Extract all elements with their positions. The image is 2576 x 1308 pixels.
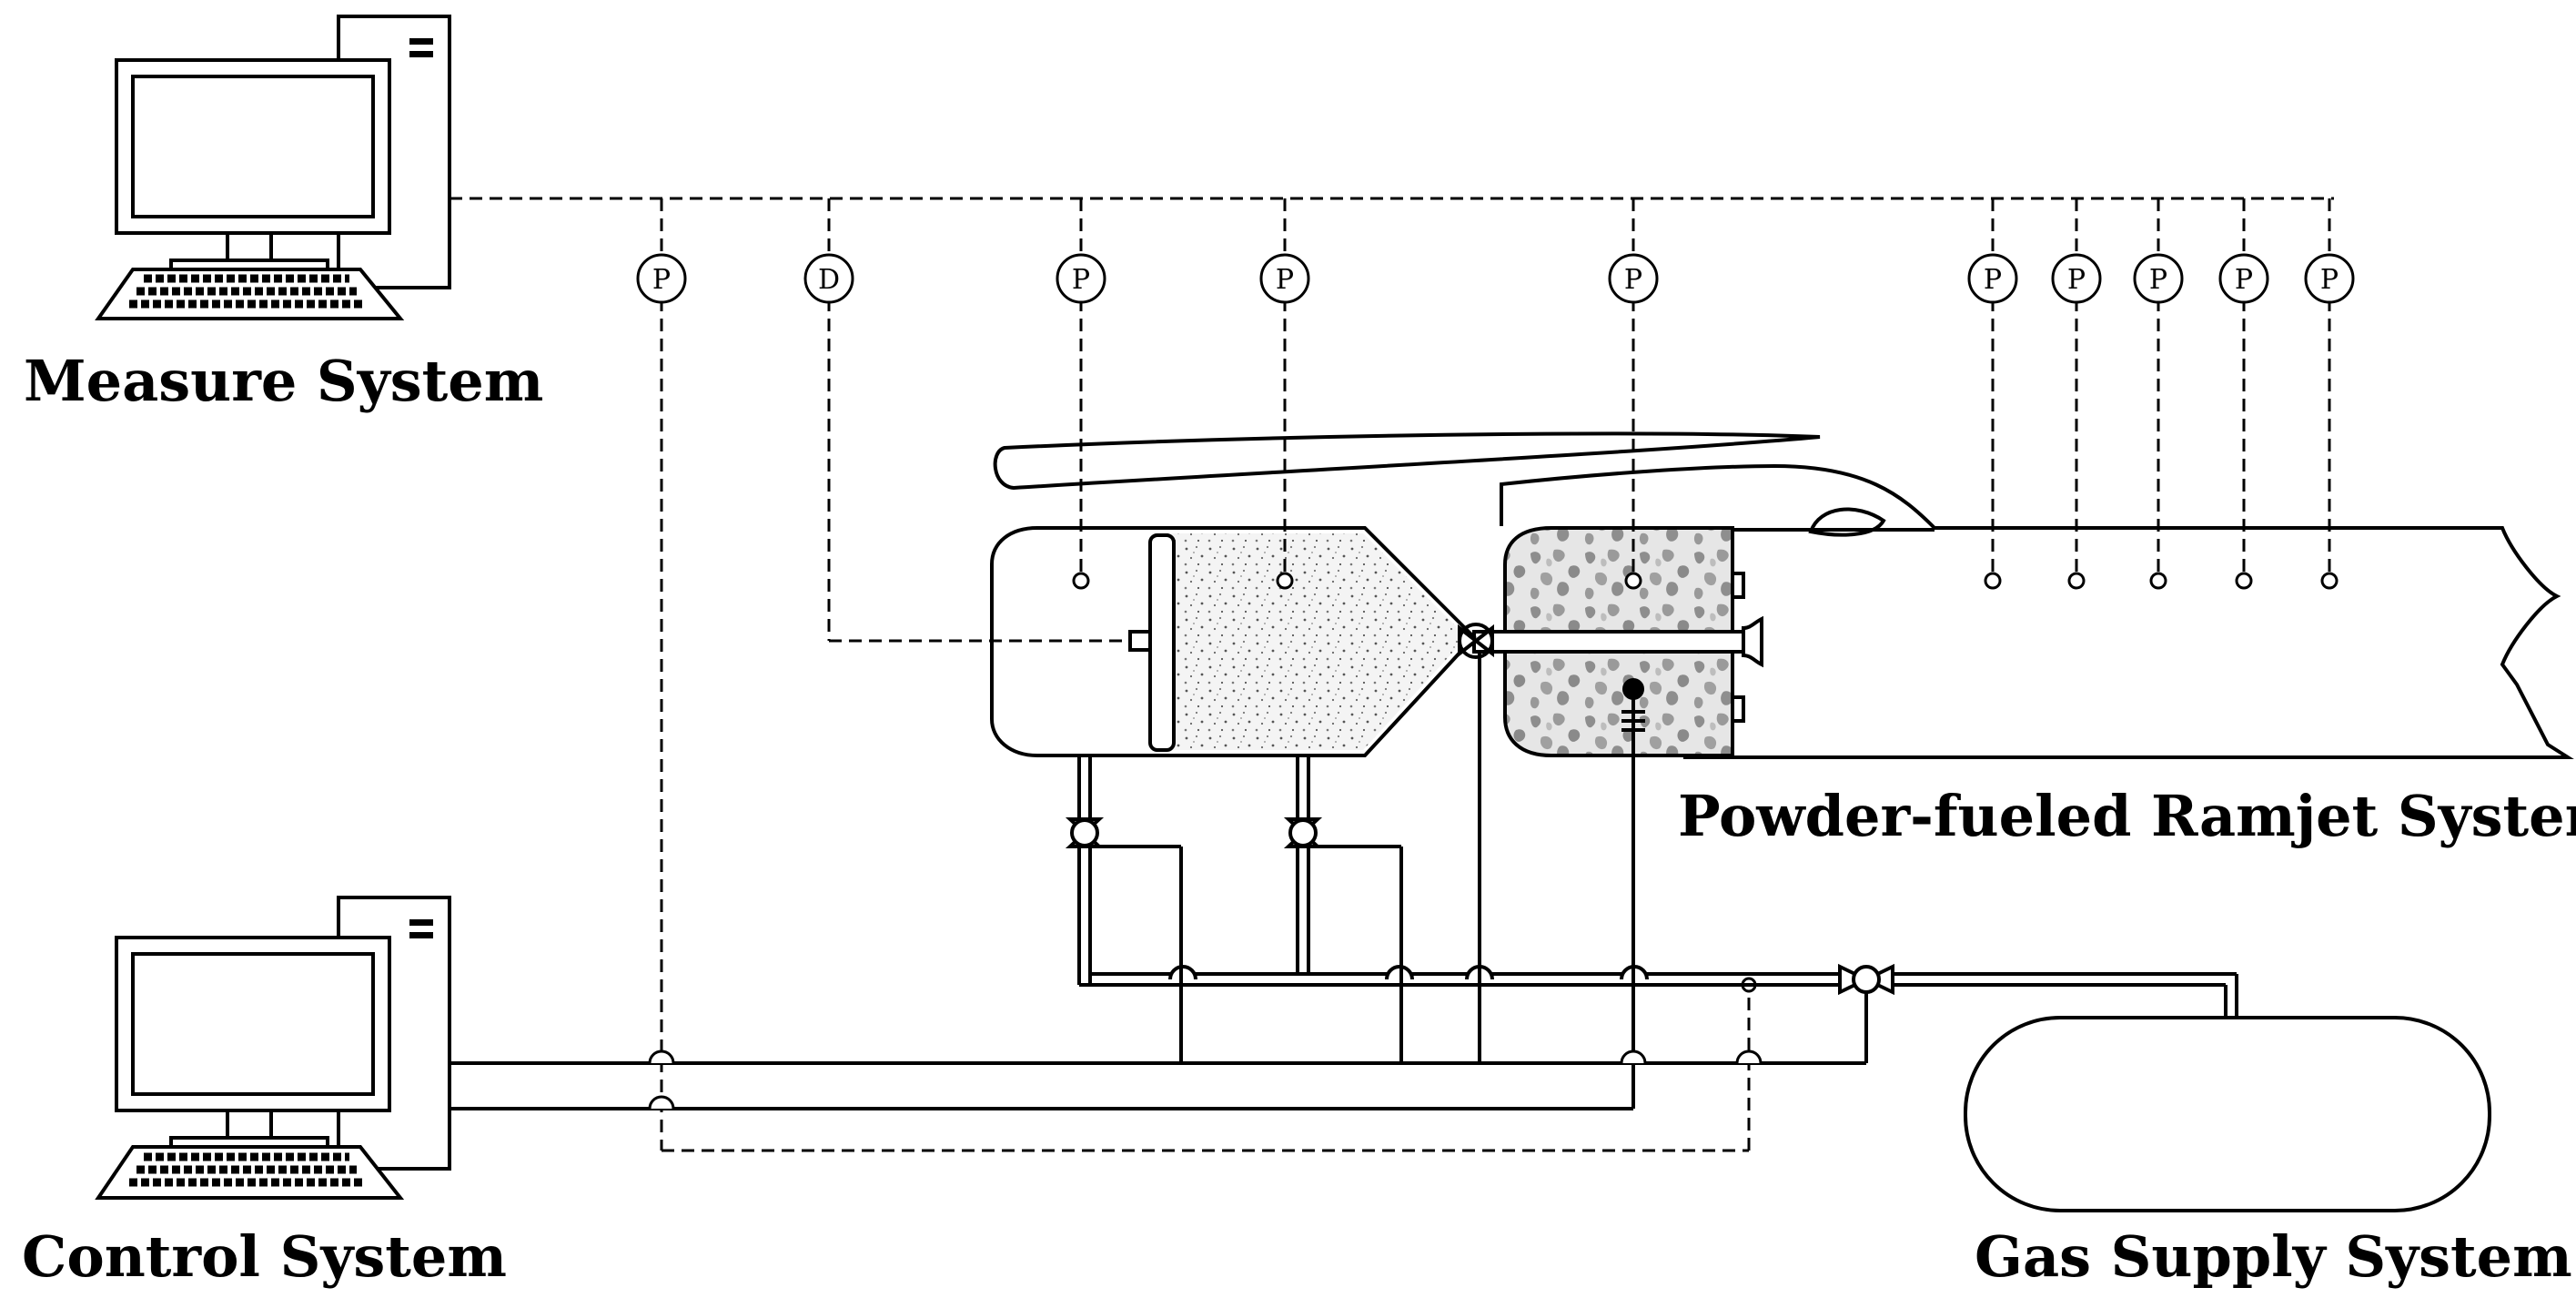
control-lines xyxy=(450,654,1868,1110)
svg-text:P: P xyxy=(2067,264,2086,296)
measure-system-computer-icon xyxy=(95,15,451,320)
valve-icon xyxy=(1065,817,1181,848)
pressure-sensor-icon: P xyxy=(2304,253,2355,304)
pressure-sensor-icon: P xyxy=(1608,253,1659,304)
svg-text:D: D xyxy=(818,264,840,296)
svg-text:P: P xyxy=(652,264,671,296)
powder-valve-icon xyxy=(1458,623,1494,659)
pressure-sensor-icon: P xyxy=(1259,253,1310,304)
line-crossovers xyxy=(648,1049,1763,1110)
svg-text:P: P xyxy=(2235,264,2253,296)
sensors: P D P P P P P P P P xyxy=(636,253,2355,304)
svg-text:P: P xyxy=(1984,264,2002,296)
pressure-sensor-icon: P xyxy=(636,253,687,304)
igniter-icon xyxy=(1621,678,1645,755)
svg-text:P: P xyxy=(2149,264,2167,296)
gas-supply-system-label: Gas Supply System xyxy=(1975,1223,2572,1290)
gas-piping xyxy=(1077,755,2238,1018)
pressure-sensor-icon: P xyxy=(2133,253,2184,304)
displacement-sensor-icon: D xyxy=(803,253,854,304)
control-system-label: Control System xyxy=(22,1223,507,1290)
valve-icon xyxy=(1283,817,1401,848)
pressure-sensor-icon: P xyxy=(1967,253,2018,304)
gas-supply-tank xyxy=(1964,1016,2491,1212)
control-system-computer-icon xyxy=(95,896,451,1200)
svg-text:P: P xyxy=(2320,264,2339,296)
measurement-lines xyxy=(450,197,2334,1152)
piston xyxy=(1148,533,1176,752)
ramjet-system-label: Powder-fueled Ramjet System xyxy=(1678,783,2576,849)
svg-text:P: P xyxy=(1624,264,1642,296)
supply-valve-icon xyxy=(1838,963,1894,996)
measure-system-label: Measure System xyxy=(24,348,544,414)
pressure-sensor-icon: P xyxy=(2218,253,2269,304)
pressure-sensor-icon: P xyxy=(1056,253,1106,304)
svg-text:P: P xyxy=(1276,264,1294,296)
pressure-sensor-icon: P xyxy=(2051,253,2102,304)
svg-text:P: P xyxy=(1072,264,1090,296)
